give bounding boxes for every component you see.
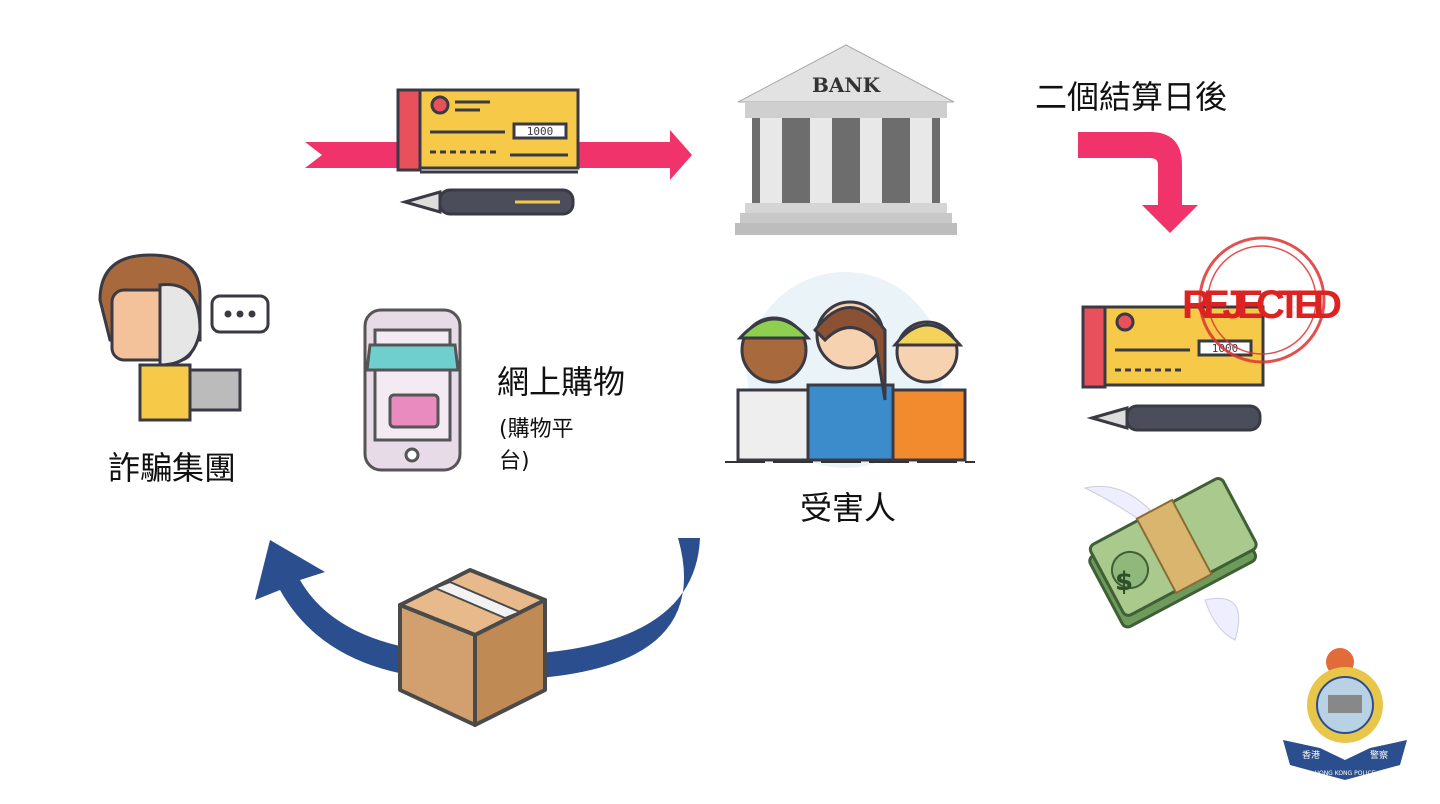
shopping-subtitle-line1: (購物平 (499, 417, 574, 442)
shopping-phone-icon (363, 308, 462, 472)
parcel-box-icon (398, 568, 547, 727)
cheque-icon (396, 88, 580, 174)
blue-return-arrow (255, 538, 700, 681)
scammer-icon (98, 253, 270, 422)
victims-icon (725, 272, 975, 468)
rejected-stamp (1198, 236, 1326, 364)
rejected-stamp-text: REJECTED (1182, 283, 1342, 327)
pink-arrow-down (1078, 132, 1198, 233)
logo-left-text: 香港 (1302, 749, 1320, 761)
shopping-subtitle-line2: 台) (499, 449, 530, 474)
logo-ribbon-text: HONG KONG POLICE (1314, 770, 1375, 777)
pink-arrow-to-bank (305, 130, 692, 180)
rejected-cheque-icon (1081, 305, 1265, 432)
flying-money-icon (1083, 477, 1258, 641)
cheque-amount: 1000 (527, 125, 554, 138)
hong-kong-police-logo (1283, 648, 1407, 780)
bank-sign: BANK (812, 73, 881, 97)
timing-label: 二個結算日後 (1035, 78, 1228, 116)
bank-icon (735, 44, 957, 235)
pen-icon (399, 188, 575, 216)
victims-label: 受害人 (800, 489, 897, 527)
logo-right-text: 警察 (1370, 749, 1388, 761)
money-symbol: $ (1115, 567, 1133, 597)
scammer-label: 詐騙集團 (108, 449, 237, 487)
shopping-title: 網上購物 (497, 363, 626, 401)
